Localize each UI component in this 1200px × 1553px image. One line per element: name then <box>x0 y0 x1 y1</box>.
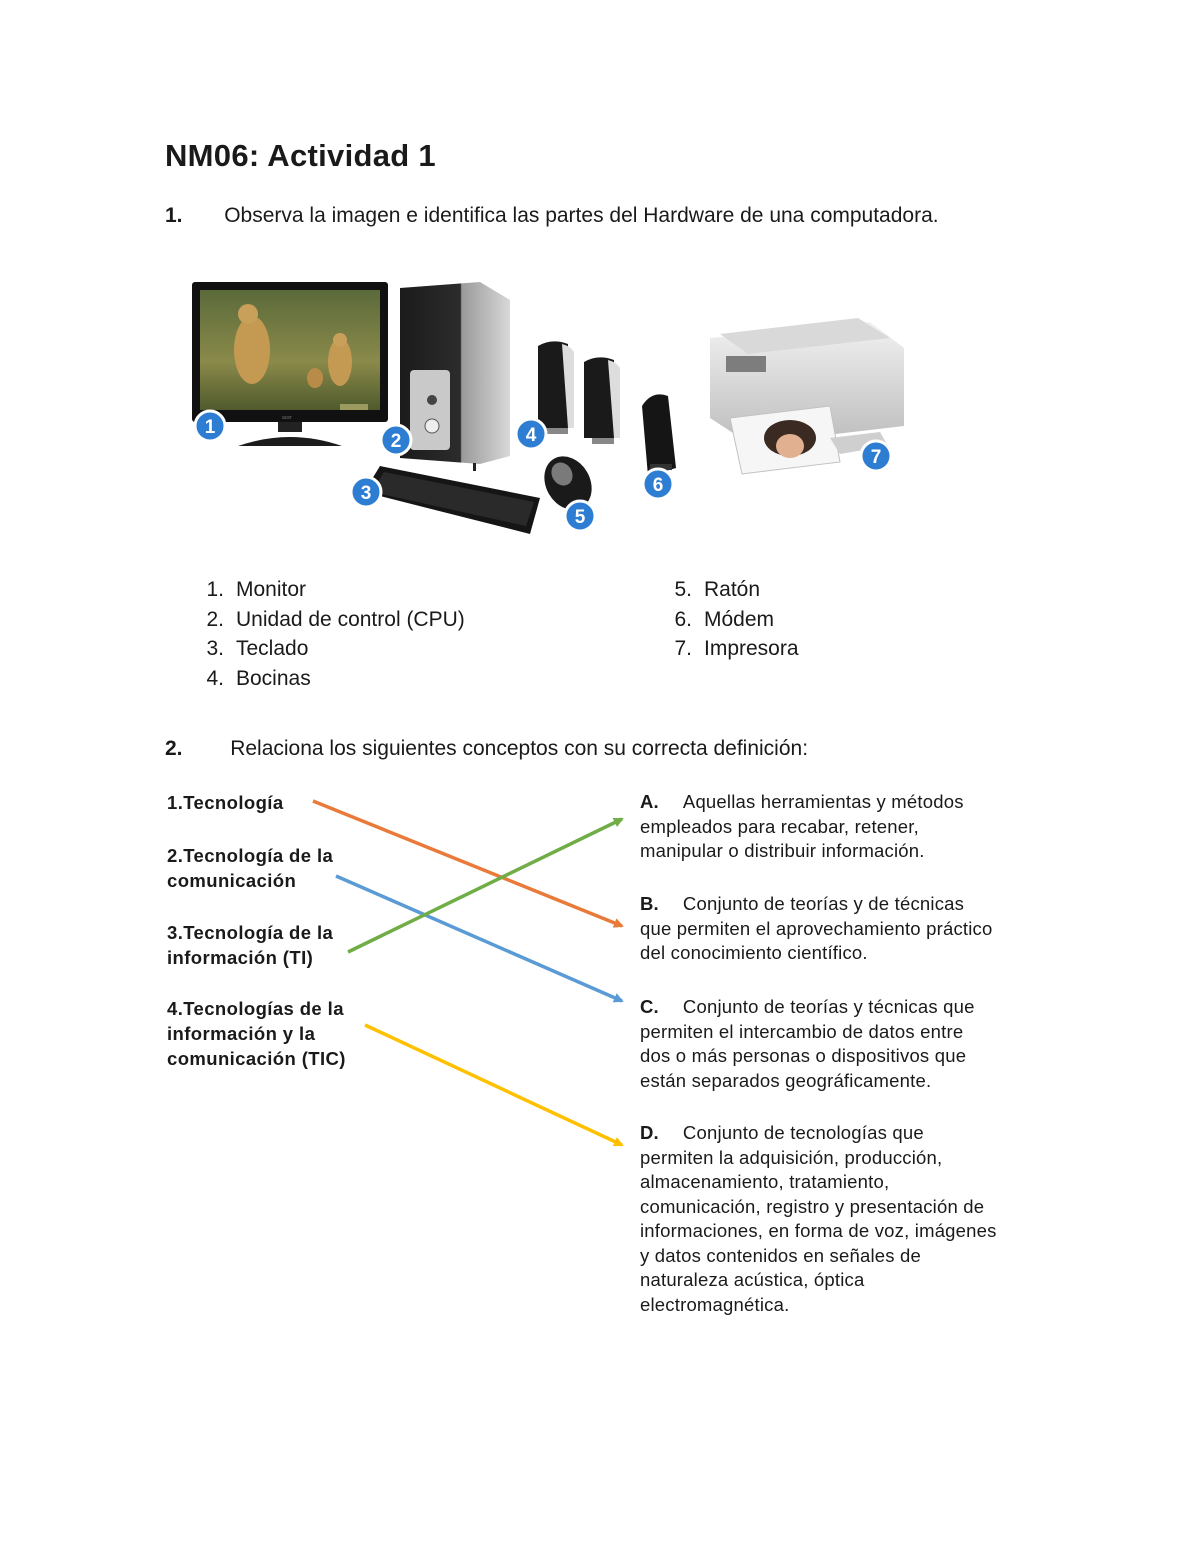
arrow-concept2-to-c <box>335 874 624 1003</box>
list-item: 7.Impresora <box>674 637 799 660</box>
badge-2: 2 <box>379 423 413 457</box>
question-1: 1. Observa la imagen e identifica las pa… <box>165 204 939 228</box>
arrow-concept4-to-d <box>364 1023 624 1147</box>
badge-4-text: 4 <box>526 425 537 446</box>
question-2: 2. Relaciona los siguientes conceptos co… <box>165 737 808 761</box>
badge-7-text: 7 <box>871 447 882 468</box>
arrow-concept3-to-a <box>347 817 624 954</box>
list-item: 1.Monitor <box>206 578 307 601</box>
badge-6: 6 <box>641 467 675 501</box>
concept-3: 3.Tecnología de la información (TI) <box>167 922 334 968</box>
hardware-figure: acer <box>190 278 910 540</box>
concept-1: 1.Tecnología <box>167 792 284 813</box>
question-1-number: 1. <box>165 204 183 227</box>
concept-4: 4.Tecnologías de la información y la com… <box>167 998 346 1069</box>
svg-text:acer: acer <box>282 415 292 421</box>
list-item: 4.Bocinas <box>206 666 311 690</box>
hardware-illustration: acer <box>192 282 904 534</box>
badge-3-text: 3 <box>361 483 372 504</box>
definition-a: A.Aquellas herramientas y métodos emplea… <box>640 791 964 861</box>
definition-b: B.Conjunto de teorías y de técnicas que … <box>640 893 993 963</box>
speakers-image <box>538 341 620 444</box>
badge-4: 4 <box>514 417 548 451</box>
cpu-tower-image <box>400 282 510 471</box>
hardware-list-left: 1.Monitor 2.Unidad de control (CPU) 3.Te… <box>190 575 465 693</box>
hardware-list-right: 5.Ratón 6.Módem 7.Impresora <box>658 575 799 664</box>
printer-image <box>710 318 904 475</box>
modem-image <box>642 394 676 476</box>
badge-5-text: 5 <box>575 507 586 528</box>
monitor-image: acer <box>192 282 388 446</box>
question-2-text: Relaciona los siguientes conceptos con s… <box>230 737 809 760</box>
question-2-number: 2. <box>165 737 183 760</box>
definition-d: D.Conjunto de tecnologías que permiten l… <box>640 1122 997 1315</box>
question-1-text: Observa la imagen e identifica las parte… <box>224 204 939 227</box>
badge-1: 1 <box>193 409 227 443</box>
list-item: 5.Ratón <box>674 578 761 601</box>
definition-c: C.Conjunto de teorías y técnicas que per… <box>640 996 975 1091</box>
badge-6-text: 6 <box>653 475 664 496</box>
badge-1-text: 1 <box>205 417 216 438</box>
badge-5: 5 <box>563 499 597 533</box>
concept-2: 2.Tecnología de la comunicación <box>167 845 334 891</box>
page-title: NM06: Actividad 1 <box>165 138 436 173</box>
arrow-concept1-to-b <box>312 799 624 928</box>
mouse-image <box>544 456 592 510</box>
list-item: 3.Teclado <box>206 637 309 660</box>
badge-3: 3 <box>349 475 383 509</box>
list-item: 2.Unidad de control (CPU) <box>206 607 465 631</box>
badge-7: 7 <box>859 439 893 473</box>
badge-2-text: 2 <box>391 431 402 452</box>
keyboard-image <box>364 466 540 534</box>
list-item: 6.Módem <box>674 607 775 631</box>
